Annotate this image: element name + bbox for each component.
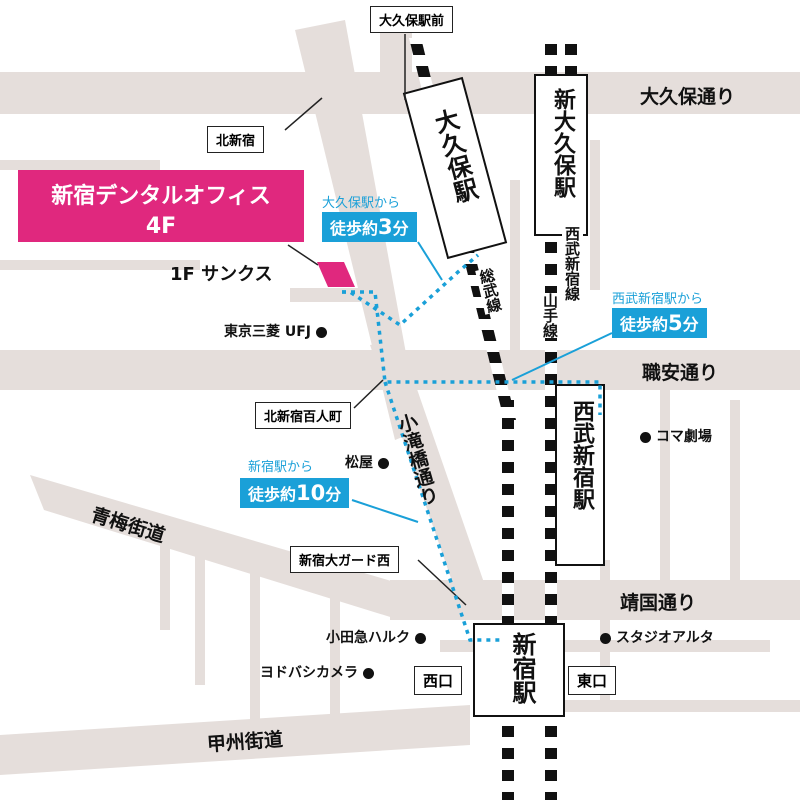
landmark-mufg: 東京三菱 UFJ [224,321,327,341]
shinjuku-station-label: 新宿駅 [508,632,536,704]
landmark-dot-icon [362,667,374,679]
minor-road-3 [250,560,260,720]
walk-shinjuku-prefix: 徒歩約 [248,485,297,504]
route-main [342,290,602,415]
walk-seibu-caption: 西武新宿駅から [612,292,704,307]
place-kita-shinjuku: 北新宿 [207,126,265,153]
landmark-studio-alta: スタジオアルタ [600,627,714,647]
walk-okubo-prefix: 徒歩約 [330,219,379,238]
landmark-yodobashi-text: ヨドバシカメラ [260,665,358,681]
place-okubo-ekimae: 大久保駅前 [370,6,454,33]
exit-east: 東口 [568,666,617,695]
walk-seibu-box: 徒歩約5分 [612,308,707,338]
landmark-yodobashi: ヨドバシカメラ [260,662,374,682]
pointer-okubo [417,241,443,281]
office-ground-floor-note: 1F サンクス [170,264,273,285]
seibu-line-label: 西武新宿線 [562,226,583,301]
callout-office [287,244,319,266]
landmark-dot-icon [414,632,426,644]
ome-road [30,475,405,620]
walk-seibu-prefix: 徒歩約 [620,315,669,334]
walk-shinjuku-box: 徒歩約10分 [240,478,350,508]
callout-hyakunin [353,379,384,409]
landmark-dot-icon [640,431,651,443]
place-oogado-nishi: 新宿大ガード西 [290,546,400,573]
yamanote-line-label: 山手線 [540,293,561,338]
koshu-road-label: 甲州街道 [206,728,284,756]
walk-shinjuku-minutes: 10 [296,481,326,505]
seibu-shinjuku-station-label: 西武新宿駅 [569,400,594,510]
walk-seibu-minutes: 5 [668,311,683,335]
landmark-mufg-text: 東京三菱 UFJ [224,324,312,340]
shokuan-road-label: 職安通り [642,362,719,384]
otakibashi-road [370,340,490,610]
pointer-seibu [511,332,613,381]
minor-road-1 [160,540,170,630]
minor-road-11 [0,260,200,270]
walk-okubo-caption: 大久保駅から [322,196,401,211]
walking-route [342,253,602,642]
minor-road-13 [560,700,800,712]
minor-road-2 [195,545,205,685]
okubo-station-box [402,76,508,260]
landmark-dot-icon [377,457,389,469]
landmark-koma: コマ劇場 [640,426,712,446]
callout-oogado [417,559,467,606]
minor-road-9 [660,390,670,580]
landmark-matsuya-text: 松屋 [345,455,373,471]
pointer-lines [351,241,613,523]
walk-shinjuku-unit: 分 [325,485,342,504]
seibu-shinjuku-station-box [555,384,605,566]
station-buildings [402,74,605,717]
koshu-road [0,705,470,775]
office-floor: 4F [145,214,177,239]
landmark-dot-icon [600,632,611,644]
walk-okubo-minutes: 3 [378,215,393,239]
minor-road-4 [330,585,340,725]
landmark-koma-text: コマ劇場 [655,429,712,445]
place-kita-shinjuku-hyakunin: 北新宿百人町 [255,402,352,429]
minor-road-5 [510,180,520,350]
walk-shinjuku-caption: 新宿駅から [248,460,314,475]
sanks-street [290,288,370,302]
yasukuni-road [390,580,800,620]
landmark-dot-icon [315,326,327,338]
callout-lines [284,34,467,606]
office-marker [317,262,355,287]
callout-kita-shinjuku [284,97,323,131]
landmark-odakyu-halc: 小田急ハルク [326,627,426,647]
landmark-odakyu-text: 小田急ハルク [326,630,410,646]
minor-road-6 [590,140,600,290]
sobu-line-lower [502,400,514,800]
roads [0,20,800,775]
route-shinjuku [383,381,500,642]
office-name: 新宿デンタルオフィス [51,184,271,209]
walk-okubo-unit: 分 [392,219,409,238]
yasukuni-road-label: 靖国通り [620,592,697,614]
minor-road-10 [730,400,740,580]
landmark-alta-text: スタジオアルタ [615,630,714,646]
minor-road-12 [0,160,160,170]
okubo-road-label: 大久保通り [640,86,736,108]
shin-okubo-station-box [534,74,588,236]
walk-okubo-box: 徒歩約3分 [322,212,417,242]
shin-okubo-station-label: 新大久保駅 [550,88,575,198]
office-card: 新宿デンタルオフィス 4F [18,170,304,242]
route-okubo [342,253,480,328]
pointer-shinjuku [351,499,419,523]
landmark-matsuya: 松屋 [345,452,389,472]
exit-west: 西口 [414,666,463,695]
walk-seibu-unit: 分 [682,315,699,334]
